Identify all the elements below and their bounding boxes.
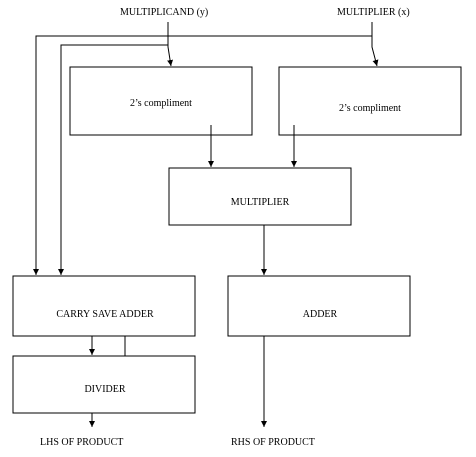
lhs-of-product-label: LHS OF PRODUCT <box>40 437 123 448</box>
carry-save-adder-block: CARRY SAVE ADDER <box>12 275 196 337</box>
twos-complement-right-block: 2’s compliment <box>278 66 462 136</box>
multiplier-bypass-to-carry-save-adder-arrow <box>33 35 372 275</box>
multiplicand-to-twos-complement-arrow <box>167 22 174 67</box>
multiplicand-input-label: MULTIPLICAND (y) <box>120 7 208 18</box>
adder-block: ADDER <box>227 275 411 337</box>
twos-complement-right-label: 2’s compliment <box>339 103 401 114</box>
multiplier-input-label: MULTIPLIER (x) <box>337 7 410 18</box>
adder-block-label: ADDER <box>303 309 338 320</box>
carry-save-adder-label: CARRY SAVE ADDER <box>56 309 154 320</box>
divider-block: DIVIDER <box>12 355 196 414</box>
divider-block-label: DIVIDER <box>84 384 125 395</box>
multiplier-block-label: MULTIPLIER <box>231 197 290 208</box>
multiplier-to-twos-complement-arrow <box>371 22 379 67</box>
rhs-of-product-label: RHS OF PRODUCT <box>231 437 315 448</box>
twos-complement-left-label: 2’s compliment <box>130 98 192 109</box>
twos-complement-left-block: 2’s compliment <box>69 66 253 136</box>
multiplicand-bypass-to-carry-save-adder-arrow <box>58 44 168 275</box>
multiplier-block: MULTIPLIER <box>168 167 352 226</box>
